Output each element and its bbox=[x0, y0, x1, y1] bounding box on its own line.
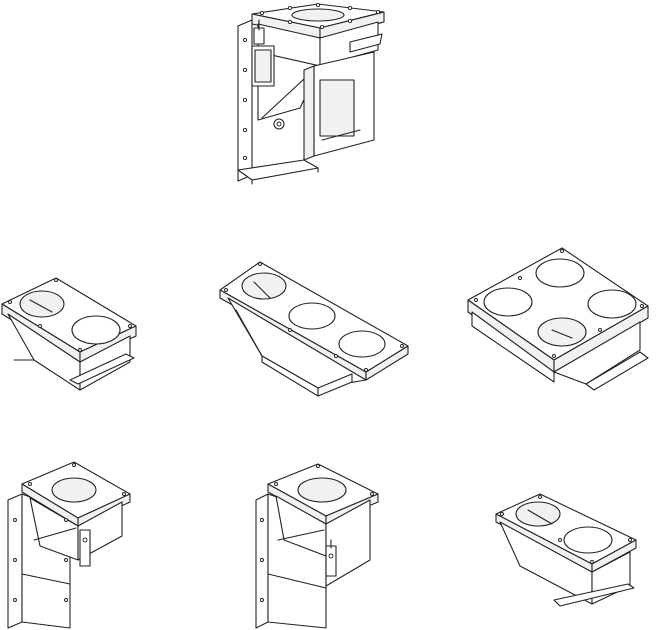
four-outlet-box-drawing bbox=[467, 247, 649, 391]
double-inlet-chute-drawing bbox=[495, 493, 637, 607]
three-outlet-box-drawing bbox=[219, 261, 409, 397]
two-outlet-box-drawing bbox=[1, 277, 137, 391]
single-diverter-middle-drawing bbox=[255, 463, 379, 629]
slide-gate-diverter-drawing bbox=[237, 2, 385, 185]
single-diverter-left-drawing bbox=[7, 461, 131, 629]
